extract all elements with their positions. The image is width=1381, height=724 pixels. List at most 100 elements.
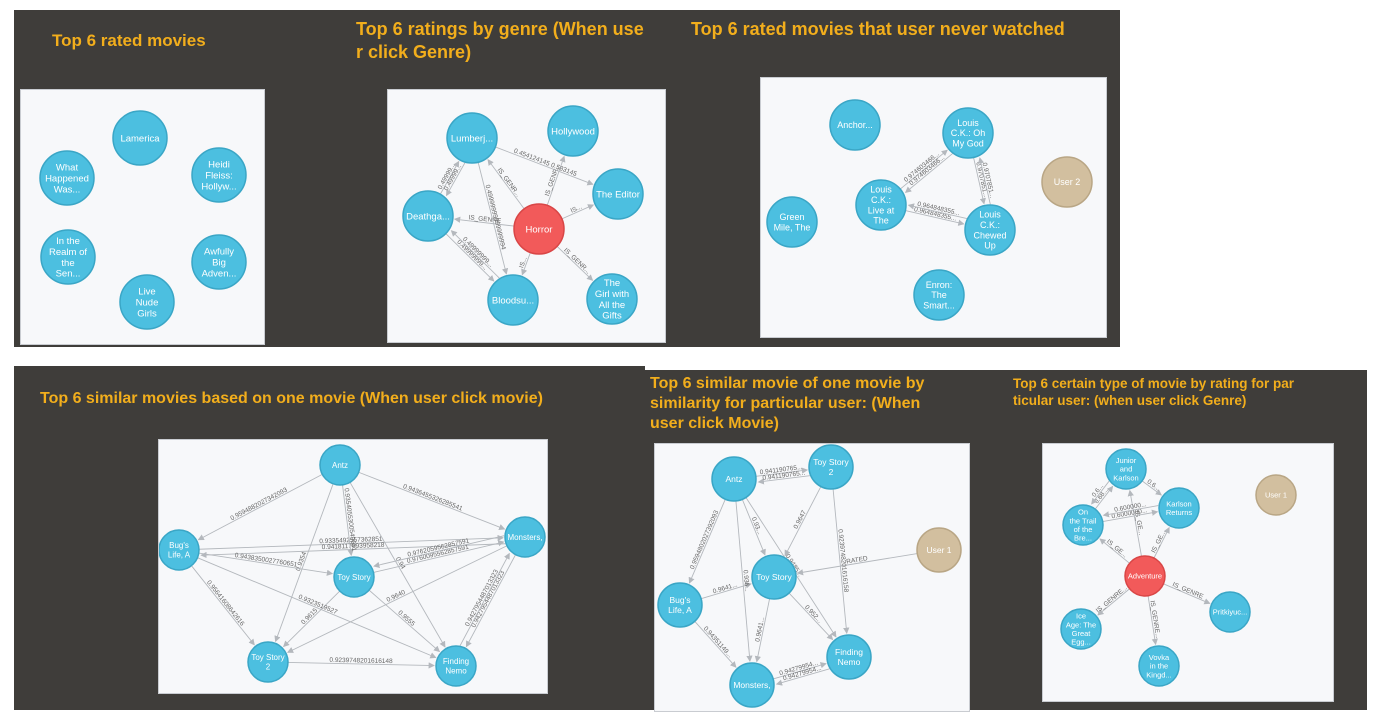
graph-panel-4[interactable]: 0.9594882027342093 0.9436455326285541 0.93… (158, 439, 548, 694)
graph-edge[interactable]: 0.9438350027760651 (198, 552, 334, 576)
user-node[interactable]: User 1 (916, 527, 962, 573)
user-node[interactable]: User 1 (1255, 474, 1297, 516)
movie-node[interactable]: Hollywood (547, 105, 599, 157)
node-circle (729, 662, 775, 708)
graph-edge[interactable]: IS_GENRE (1163, 581, 1211, 605)
graph-edge[interactable]: IS_GENRE... (1095, 585, 1130, 616)
graph-panel-2[interactable]: IS_GENR...IS_GENR...IS...IS_GENR...IS...… (387, 89, 666, 343)
node-label: of the (1074, 525, 1093, 534)
edge-line (1147, 595, 1158, 646)
node-label: Enron: (926, 280, 953, 290)
graph-edge[interactable]: 0.94351149... (694, 621, 737, 668)
node-label: Age: The (1066, 620, 1096, 629)
movie-node[interactable]: HeidiFleiss:Hollyw... (191, 147, 247, 203)
node-circle (808, 444, 854, 490)
graph-edge[interactable]: 0.936... (735, 500, 753, 662)
node-label: User 2 (1054, 177, 1081, 187)
user-node[interactable]: User 2 (1041, 156, 1093, 208)
graph-edge[interactable]: 0.9335492557362851 (198, 534, 504, 550)
edge-line (977, 157, 991, 205)
node-label: Life, A (168, 550, 191, 559)
node-label: Awfully (204, 246, 234, 257)
graph-panel-3[interactable]: 0.974603466...0.974603466...0.9707851...… (760, 77, 1107, 338)
graph-edge[interactable]: 0.9239748201616148 (287, 657, 435, 669)
movie-node[interactable]: Toy Story (751, 554, 797, 600)
graph-edge[interactable]: RATED (796, 553, 918, 576)
movie-node[interactable]: Enron:TheSmart... (913, 269, 965, 321)
node-label: The (604, 278, 620, 289)
graph-edge[interactable]: 0.9555 (368, 589, 441, 653)
movie-node[interactable]: Anchor... (829, 99, 881, 151)
node-circle (1060, 608, 1102, 650)
graph-edge[interactable]: 0.9436455326285541 (358, 471, 506, 530)
graph-edge[interactable]: 0.49999999... (450, 230, 500, 279)
graph-edge[interactable]: 0.93... (741, 499, 766, 556)
movie-node[interactable]: The Editor (592, 168, 644, 220)
edge-label: 0.936... (741, 570, 750, 592)
edge-line (283, 590, 341, 648)
movie-node[interactable]: Bloodsu... (487, 274, 539, 326)
movie-node[interactable]: Lamerica (112, 110, 168, 166)
movie-node[interactable]: WhatHappenedWas... (39, 150, 95, 206)
graph-edge[interactable]: IS_GENR... (556, 245, 594, 281)
graph-edge[interactable]: 0.9641... (754, 598, 771, 663)
node-circle (1041, 156, 1093, 208)
edge-line (342, 484, 354, 557)
graph-edge[interactable]: 0.9594882027342093 (197, 473, 323, 541)
graph-edge[interactable]: IS_GE... (1127, 489, 1144, 557)
graph-edge[interactable]: IS_GENRE... (1147, 595, 1161, 646)
movie-node[interactable]: Deathga... (402, 190, 454, 242)
edge-label: 0.9594882027342093 (229, 486, 289, 522)
graph-edge[interactable]: 0.9594802027392093 (688, 499, 726, 584)
edge-label: 0.94351149... (702, 625, 734, 659)
movie-node[interactable]: Antz (711, 456, 757, 502)
graph-edge[interactable]: IS... (561, 204, 595, 220)
graph-edge[interactable]: IS_GENRE (453, 214, 515, 227)
graph-edge[interactable]: 0.952... (788, 592, 834, 641)
graph-edge[interactable]: 0.9427954487013323 (459, 552, 510, 646)
graph-edge[interactable]: IS_GE... (1099, 538, 1130, 564)
movie-node[interactable]: Monsters, (504, 516, 546, 558)
graph-edge[interactable]: IS_GE... (1150, 526, 1170, 559)
genre-node[interactable]: Horror (513, 203, 565, 255)
graph-edge[interactable]: 0.6... (1141, 478, 1163, 496)
graph-edge[interactable]: IS... (518, 252, 531, 276)
movie-node[interactable]: Monsters, (729, 662, 775, 708)
graph-edge[interactable]: 0.9239748201616158 (832, 488, 849, 635)
edge-line (755, 467, 809, 477)
node-label: Adventure (1128, 572, 1162, 581)
movie-node[interactable]: Lumberj... (446, 112, 498, 164)
panel-6-title-line: Top 6 certain type of movie by rating fo… (1013, 376, 1295, 391)
movie-node[interactable]: Toy Story (333, 556, 375, 598)
edge-line (1097, 588, 1130, 616)
node-circle (191, 234, 247, 290)
graph-edge[interactable]: 0.9427954487013323 (465, 554, 516, 648)
movie-node[interactable]: AwfullyBigAdven... (191, 234, 247, 290)
graph-edge[interactable]: 0.9647 (784, 486, 822, 557)
movie-node[interactable]: Antz (319, 444, 361, 486)
movie-node[interactable]: Pritkiyuc... (1209, 591, 1251, 633)
edge-label: 0.6... (1146, 478, 1162, 492)
genre-node[interactable]: Adventure (1124, 555, 1166, 597)
